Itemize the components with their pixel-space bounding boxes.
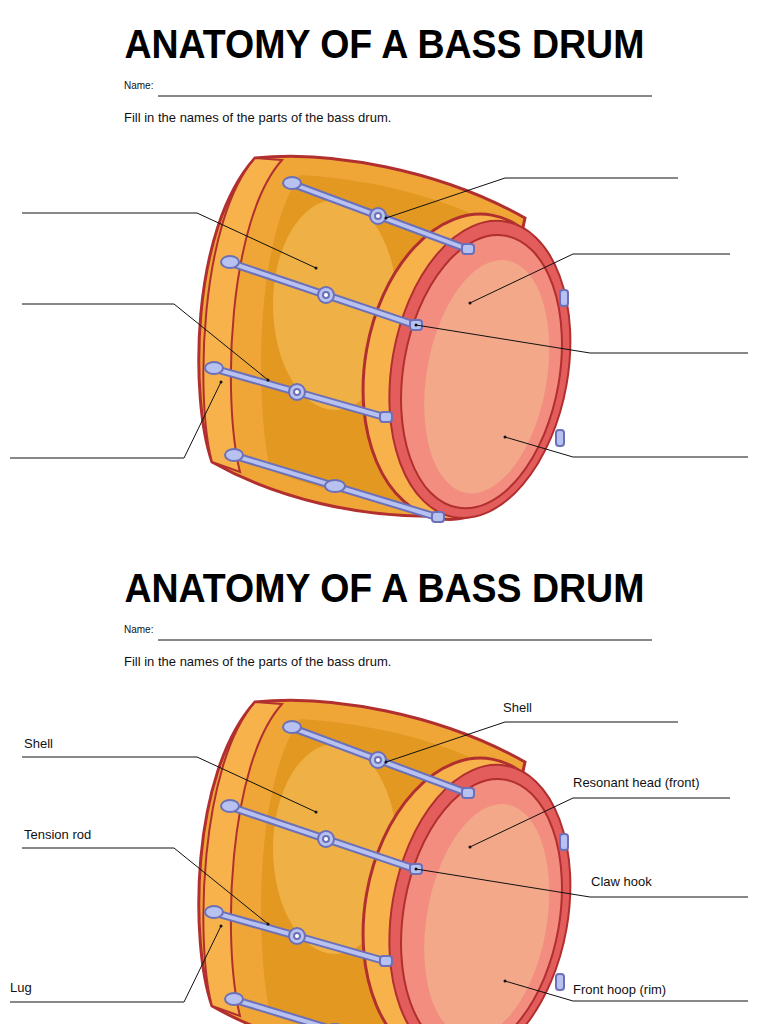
part-label: Shell [24, 736, 53, 752]
part-label: Resonant head (front) [573, 775, 699, 791]
part-label: Claw hook [591, 874, 652, 890]
worksheet-title: ANATOMY OF A BASS DRUM [124, 564, 644, 612]
part-label: Front hoop (rim) [573, 982, 666, 998]
part-label: Lug [10, 980, 32, 996]
name-field-label: Name: [124, 80, 153, 92]
name-line [158, 96, 652, 97]
name-line [158, 640, 652, 641]
drum-drawing [10, 156, 748, 536]
instruction-text: Fill in the names of the parts of the ba… [124, 654, 391, 670]
drum-drawing [10, 700, 748, 1024]
worksheet-title: ANATOMY OF A BASS DRUM [124, 20, 644, 68]
instruction-text: Fill in the names of the parts of the ba… [124, 110, 391, 126]
part-label: Tension rod [24, 827, 91, 843]
part-label: Shell [503, 700, 532, 716]
name-field-label: Name: [124, 624, 153, 636]
